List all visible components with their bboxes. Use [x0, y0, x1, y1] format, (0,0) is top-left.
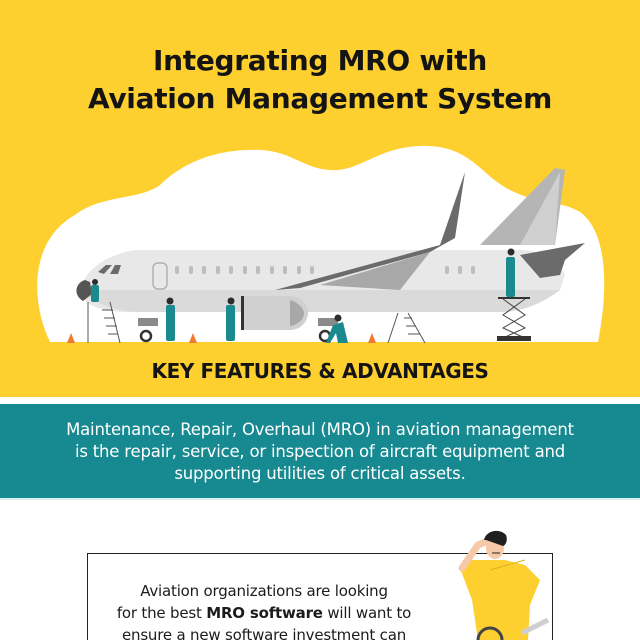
ladder-left: [87, 301, 121, 344]
section-heading: KEY FEATURES & ADVANTAGES: [151, 359, 489, 383]
technicians: [91, 248, 515, 343]
intro-line-1: Maintenance, Repair, Overhaul (MRO) in a…: [66, 420, 574, 439]
horizontal-stabilizer: [520, 243, 585, 278]
card-text: Aviation organizations are looking for t…: [88, 580, 440, 640]
traffic-cones: [67, 333, 376, 343]
card-line-2: for the best MRO software will want to: [88, 602, 440, 624]
ladder-right: [387, 312, 426, 344]
wing: [275, 172, 465, 290]
divider: [0, 498, 640, 500]
intro-line-3: supporting utilities of critical assets.: [174, 464, 466, 483]
intro-banner: Maintenance, Repair, Overhaul (MRO) in a…: [0, 404, 640, 498]
title-line-2: Aviation Management System: [87, 82, 552, 115]
page-title: Integrating MRO with Aviation Management…: [0, 42, 640, 118]
intro-line-2: is the repair, service, or inspection of…: [74, 442, 566, 461]
title-line-1: Integrating MRO with: [153, 44, 487, 77]
airplane-maintenance-illustration: [37, 145, 605, 344]
card-line-3: ensure a new software investment can: [121, 626, 407, 640]
card-line-2-pre: for the best: [116, 604, 207, 622]
card-line-2-post: will want to: [322, 604, 412, 622]
hero-banner: Integrating MRO with Aviation Management…: [0, 0, 640, 397]
person-searching-illustration: [458, 530, 550, 640]
card-highlight: MRO software: [206, 604, 323, 622]
card-line-1: Aviation organizations are looking: [140, 582, 388, 600]
scissor-lift: [497, 297, 531, 341]
